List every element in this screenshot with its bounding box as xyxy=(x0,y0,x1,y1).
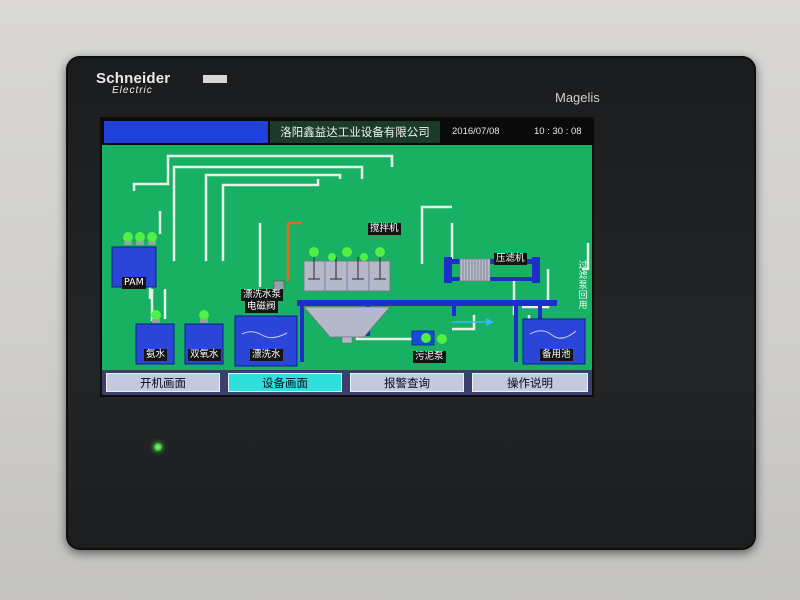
press-end-left xyxy=(444,257,452,283)
brand-bar xyxy=(203,75,227,83)
title-bar: 洛阳鑫益达工业设备有限公司 2016/07/08 10 : 30 : 08 xyxy=(102,119,592,145)
pipe-peroxide-2 xyxy=(221,179,320,261)
agitator-icon xyxy=(308,257,386,280)
pipe-ammonia xyxy=(158,165,364,261)
flow-arrow-icon xyxy=(452,318,494,326)
pump-icon xyxy=(411,330,435,346)
label-mixer: 搅拌机 xyxy=(368,223,401,235)
model-name: Magelis xyxy=(555,90,600,105)
label-peroxide: 双氧水 xyxy=(188,349,221,361)
nav-equipment-screen[interactable]: 设备画面 xyxy=(228,373,342,392)
power-led-icon xyxy=(154,443,162,451)
date-display: 2016/07/08 xyxy=(452,126,500,137)
press-top-rail xyxy=(448,259,538,264)
nav-startup-screen[interactable]: 开机画面 xyxy=(106,373,220,392)
pipe-peroxide-1 xyxy=(204,173,342,261)
label-sludge-pump: 污泥泵 xyxy=(413,351,446,363)
bottom-nav: 开机画面 设备画面 报警查询 操作说明 xyxy=(102,370,592,395)
nav-alarm-query[interactable]: 报警查询 xyxy=(350,373,464,392)
pipe-pam xyxy=(132,154,394,191)
label-rinse-tank: 漂洗水 xyxy=(250,349,283,361)
company-name: 洛阳鑫益达工业设备有限公司 xyxy=(270,121,440,143)
frame-post-2 xyxy=(514,306,518,362)
pipe-press-return xyxy=(522,269,550,309)
label-ammonia: 氨水 xyxy=(144,349,168,361)
label-filtrate-return: 过滤泵回用 xyxy=(578,261,588,311)
label-solenoid-valve: 电磁阀 xyxy=(245,301,278,313)
brand-logo: Schneider Electric xyxy=(96,70,227,96)
label-reserve-tank: 备用池 xyxy=(540,349,573,361)
mixer-tanks xyxy=(303,260,391,344)
frame-post-1 xyxy=(452,306,456,316)
label-filter-press: 压滤机 xyxy=(494,253,527,265)
hmi-screen: 洛阳鑫益达工业设备有限公司 2016/07/08 10 : 30 : 08 xyxy=(100,117,594,397)
pipe-rinse-pump xyxy=(286,221,302,281)
label-pam: PAM xyxy=(122,277,146,289)
status-light-icon xyxy=(123,232,447,344)
frame-beam xyxy=(297,300,557,306)
brand-sub: Electric xyxy=(112,85,153,96)
pipe-return xyxy=(582,243,590,271)
pipe-pump-out xyxy=(452,315,476,331)
process-diagram xyxy=(111,154,590,367)
brand-name: Schneider xyxy=(96,70,171,87)
press-end-right xyxy=(532,257,540,283)
press-bottom-rail xyxy=(448,277,538,281)
title-blue-panel xyxy=(104,121,268,143)
nav-instructions[interactable]: 操作说明 xyxy=(472,373,588,392)
label-rinse-pump: 漂洗水泵 xyxy=(241,289,284,301)
time-display: 10 : 30 : 08 xyxy=(534,126,582,137)
filter-plate-icon xyxy=(459,258,491,282)
frame-post-4 xyxy=(300,306,304,362)
pipe-to-press xyxy=(420,205,452,264)
